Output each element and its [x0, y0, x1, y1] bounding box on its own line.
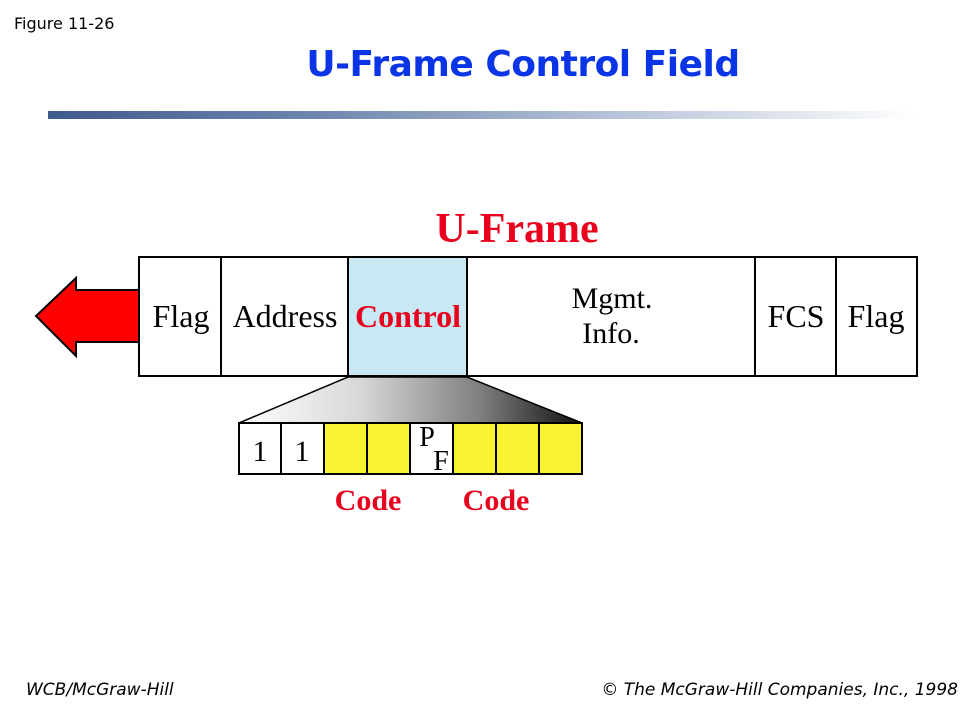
direction-arrow-icon — [34, 275, 140, 359]
frame-heading: U-Frame — [435, 206, 598, 252]
bit-cell — [280, 422, 325, 475]
bit-cell-code — [323, 422, 368, 475]
code-label-right: Code — [463, 484, 530, 517]
field-control: Control — [355, 298, 461, 334]
bit-cell-code — [452, 422, 497, 475]
pf-bit-f: F — [433, 446, 449, 477]
footer-copyright: © The McGraw-Hill Companies, Inc., 1998 — [601, 680, 958, 700]
frame-box — [138, 256, 918, 377]
field-mgmt-info-line1: Mgmt. — [572, 282, 653, 315]
expansion-funnel — [238, 376, 583, 424]
bit-cell-pf — [409, 422, 454, 475]
control-field-highlight — [348, 258, 467, 375]
slide-title: U-Frame Control Field — [306, 44, 740, 85]
bit-cell-code — [366, 422, 411, 475]
bit-value: 1 — [253, 435, 268, 468]
field-address: Address — [233, 298, 338, 334]
bit-cell — [238, 422, 282, 475]
bit-cell-code — [495, 422, 540, 475]
field-mgmt-info-line2: Info. — [582, 317, 639, 350]
bit-cell-code — [538, 422, 583, 475]
field-flag-start: Flag — [153, 298, 210, 334]
pf-bit-p: P — [419, 422, 435, 453]
figure-label: Figure 11-26 — [14, 14, 115, 33]
footer-publisher: WCB/McGraw-Hill — [26, 680, 174, 700]
field-flag-end: Flag — [848, 298, 905, 334]
title-rule — [48, 111, 918, 119]
bit-value: 1 — [295, 435, 310, 468]
code-label-left: Code — [335, 484, 402, 517]
field-fcs: FCS — [768, 298, 825, 334]
